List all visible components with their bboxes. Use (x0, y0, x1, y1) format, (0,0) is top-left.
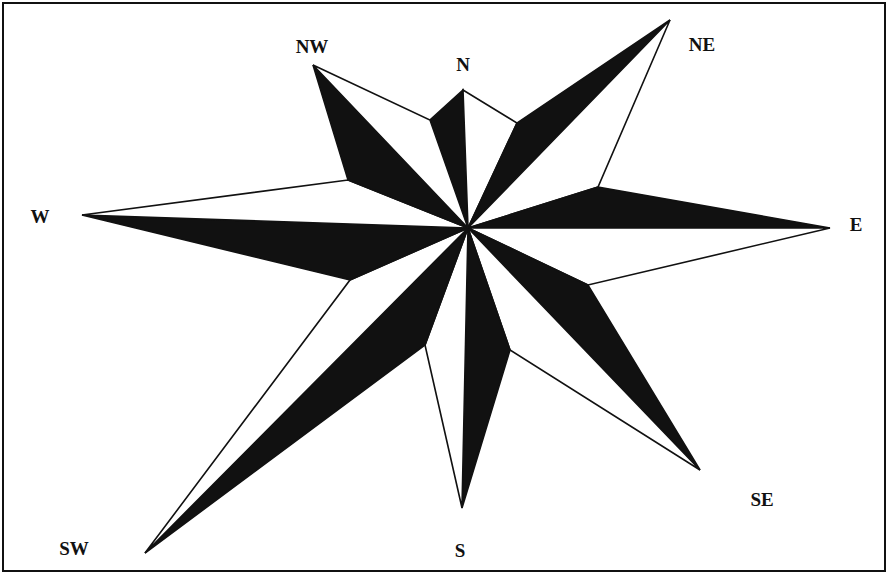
direction-label: N (456, 55, 470, 74)
northwest-point-dark (313, 65, 468, 228)
direction-label: NW (296, 37, 329, 56)
direction-label: SW (59, 539, 89, 558)
direction-label: W (31, 207, 50, 226)
southwest-point-dark (145, 228, 468, 553)
direction-label: SE (750, 490, 773, 509)
south-point-dark (462, 228, 510, 508)
direction-label: NE (689, 35, 715, 54)
direction-label: S (455, 541, 466, 560)
frame (3, 3, 885, 571)
east-point-dark (468, 187, 830, 228)
northwest-point-light (313, 65, 468, 228)
direction-label: E (850, 215, 863, 234)
southwest-point-light (145, 228, 468, 553)
